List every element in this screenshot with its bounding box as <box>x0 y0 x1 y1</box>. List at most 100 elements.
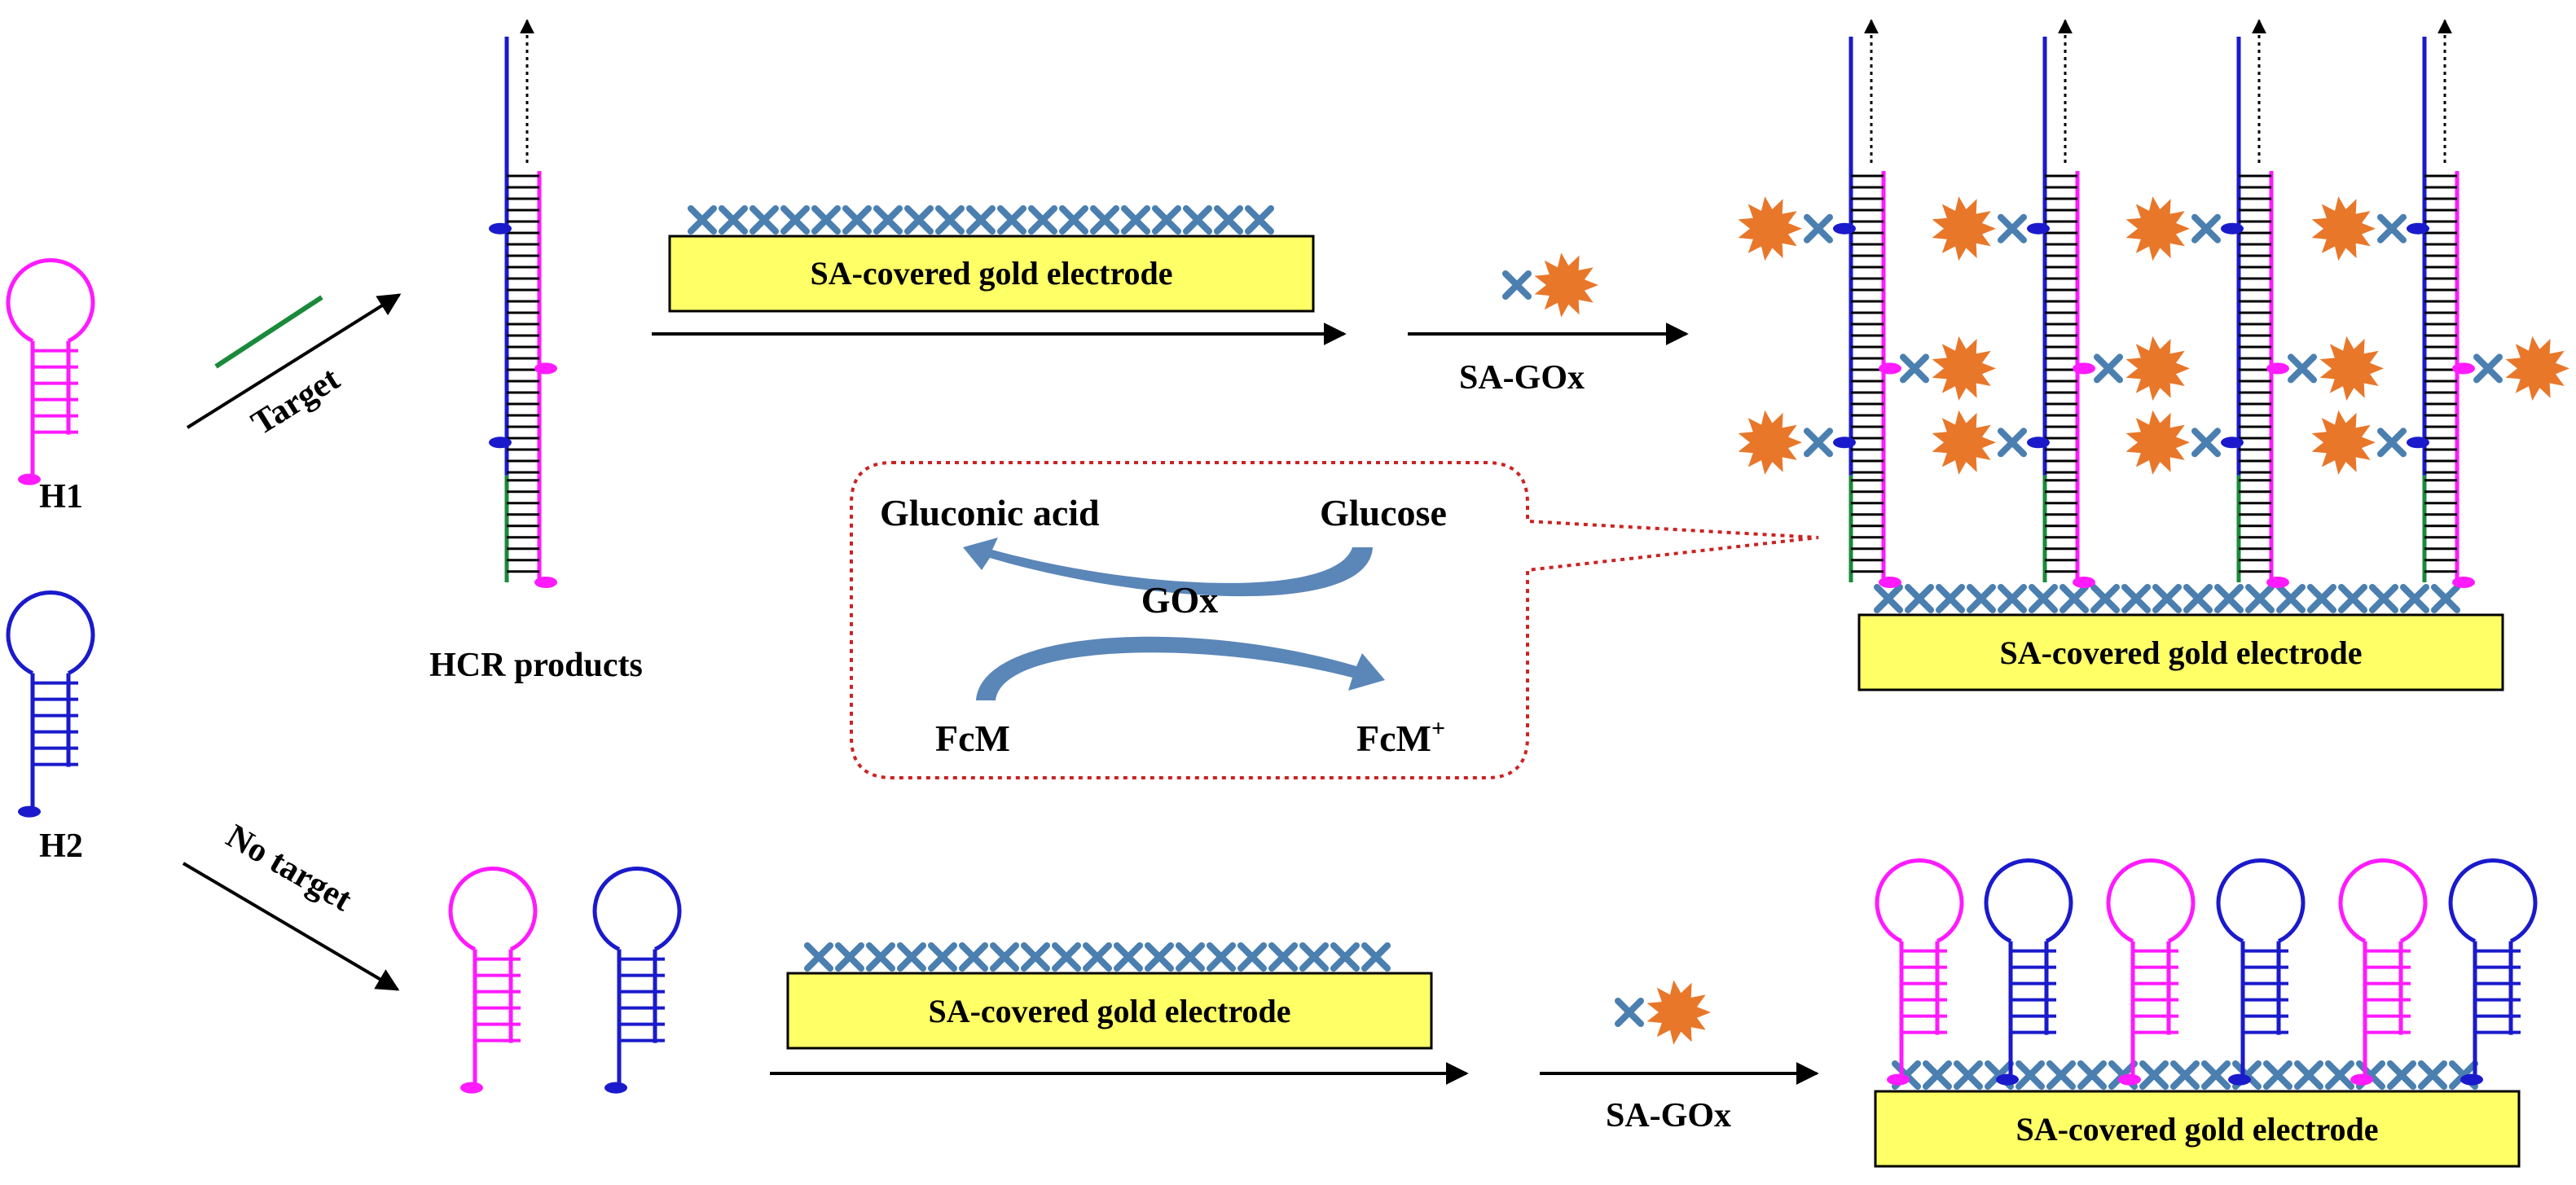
streptavidin-icon <box>2170 1060 2200 1090</box>
gox-enzyme-icon <box>1646 980 1711 1045</box>
hcr-product <box>1738 19 1996 588</box>
streptavidin-icon <box>2090 584 2120 613</box>
streptavidin-icon <box>1083 942 1112 972</box>
streptavidin-icon <box>2191 213 2221 244</box>
streptavidin-arm <box>2418 1060 2447 1090</box>
h2-label: H2 <box>39 827 83 865</box>
streptavidin-icon <box>959 942 988 972</box>
hcr-product <box>2125 19 2384 588</box>
streptavidin-arm <box>1268 942 1298 972</box>
hairpin <box>1984 858 2073 1086</box>
biotin-tag <box>18 805 41 818</box>
gox-enzyme-icon <box>2505 336 2569 401</box>
streptavidin-arm <box>2307 584 2336 613</box>
streptavidin-arm <box>1090 205 1119 235</box>
hairpin <box>2106 858 2196 1086</box>
streptavidin-arm <box>1214 205 1243 235</box>
biotin-tag <box>2350 1073 2373 1086</box>
streptavidin-arm <box>835 942 864 972</box>
streptavidin-icon <box>2094 353 2123 384</box>
gox-enzyme-icon <box>1932 336 1996 401</box>
gox-enzyme-icon <box>2311 196 2376 261</box>
streptavidin-icon <box>1028 205 1057 235</box>
streptavidin-icon <box>2059 584 2089 613</box>
streptavidin-icon <box>1998 584 2027 613</box>
streptavidin-arm <box>1052 942 1081 972</box>
streptavidin-arm <box>1083 942 1112 972</box>
streptavidin-icon <box>2139 1060 2169 1090</box>
electrode-top-small-label: SA-covered gold electrode <box>810 255 1172 292</box>
streptavidin-icon <box>1299 942 1329 972</box>
streptavidin-icon <box>1936 584 1965 613</box>
streptavidin-arm <box>2046 1060 2076 1090</box>
streptavidin-arm <box>1998 213 2027 244</box>
biotin-tag <box>1833 222 1856 235</box>
streptavidin-arm <box>1021 942 1050 972</box>
biotin-tag <box>1879 577 1901 588</box>
electrode-top-small <box>668 235 1315 313</box>
biotin-tag <box>18 473 41 485</box>
streptavidin-icon <box>1176 942 1205 972</box>
biotin-tag <box>2118 1073 2141 1086</box>
streptavidin-icon <box>1923 1060 1952 1090</box>
streptavidin-arm <box>2473 353 2503 384</box>
hairpin-loop <box>2448 858 2538 943</box>
gox-enzyme-icon <box>1738 410 1802 475</box>
streptavidin-icon <box>688 205 717 235</box>
streptavidin-arm <box>2121 584 2151 613</box>
streptavidin-icon <box>1874 584 1903 613</box>
streptavidin-arm <box>2029 584 2058 613</box>
streptavidin-arm <box>2016 1060 2045 1090</box>
streptavidin-arm <box>804 942 833 972</box>
hcr-product <box>1932 19 2190 588</box>
streptavidin-arm <box>1905 584 1934 613</box>
streptavidin-arm <box>928 942 957 972</box>
streptavidin-icon <box>1998 428 2027 458</box>
streptavidin-icon <box>2377 428 2407 458</box>
streptavidin-arm <box>1237 942 1267 972</box>
fcm-label: FcM <box>935 718 1010 759</box>
streptavidin-arm <box>2338 584 2367 613</box>
free-hairpins <box>448 867 682 1094</box>
biotin-tag <box>2073 577 2095 588</box>
streptavidin-icon <box>1207 942 1236 972</box>
hcr-electrode-assembly <box>1738 19 2569 613</box>
electrode-bottom-right-label: SA-covered gold electrode <box>2016 1111 2378 1148</box>
streptavidin-arm <box>1121 205 1150 235</box>
streptavidin-icon <box>2183 584 2213 613</box>
streptavidin-arm <box>1954 1060 1983 1090</box>
biotin-tag <box>2266 577 2289 588</box>
reaction-arrow-glucose <box>963 538 1373 597</box>
streptavidin-arm <box>1152 205 1181 235</box>
sa-gox-reagent <box>1615 980 1711 1045</box>
streptavidin-icon <box>928 942 957 972</box>
streptavidin-icon <box>750 205 779 235</box>
target-strand <box>214 295 323 369</box>
streptavidin-icon <box>1114 942 1143 972</box>
streptavidin-arm <box>2094 353 2123 384</box>
streptavidin-arm <box>1330 942 1360 972</box>
streptavidin-icon <box>1905 584 1934 613</box>
streptavidin-icon <box>904 205 934 235</box>
streptavidin-icon <box>1121 205 1150 235</box>
streptavidin-arm <box>2214 584 2244 613</box>
gox-enzyme-icon <box>2125 336 2190 401</box>
streptavidin-arm <box>2191 213 2221 244</box>
streptavidin-arm <box>2191 428 2221 458</box>
streptavidin-arm <box>1207 942 1236 972</box>
streptavidin-arm <box>1998 584 2027 613</box>
streptavidin-icon <box>2307 584 2336 613</box>
streptavidin-icon <box>1361 942 1391 972</box>
hairpin-loop <box>6 590 95 675</box>
hairpin-loop <box>1984 858 2073 943</box>
streptavidin-arm <box>2294 1060 2323 1090</box>
streptavidin-arm <box>2152 584 2182 613</box>
streptavidin-arm <box>2369 584 2398 613</box>
biotin-tag <box>1996 1073 2019 1086</box>
streptavidin-arm <box>1804 213 1833 244</box>
hairpin-loop <box>592 867 682 951</box>
streptavidin-icon <box>1152 205 1181 235</box>
streptavidin-icon <box>2245 584 2275 613</box>
streptavidin-arm <box>2288 353 2317 384</box>
streptavidin-icon <box>1145 942 1174 972</box>
